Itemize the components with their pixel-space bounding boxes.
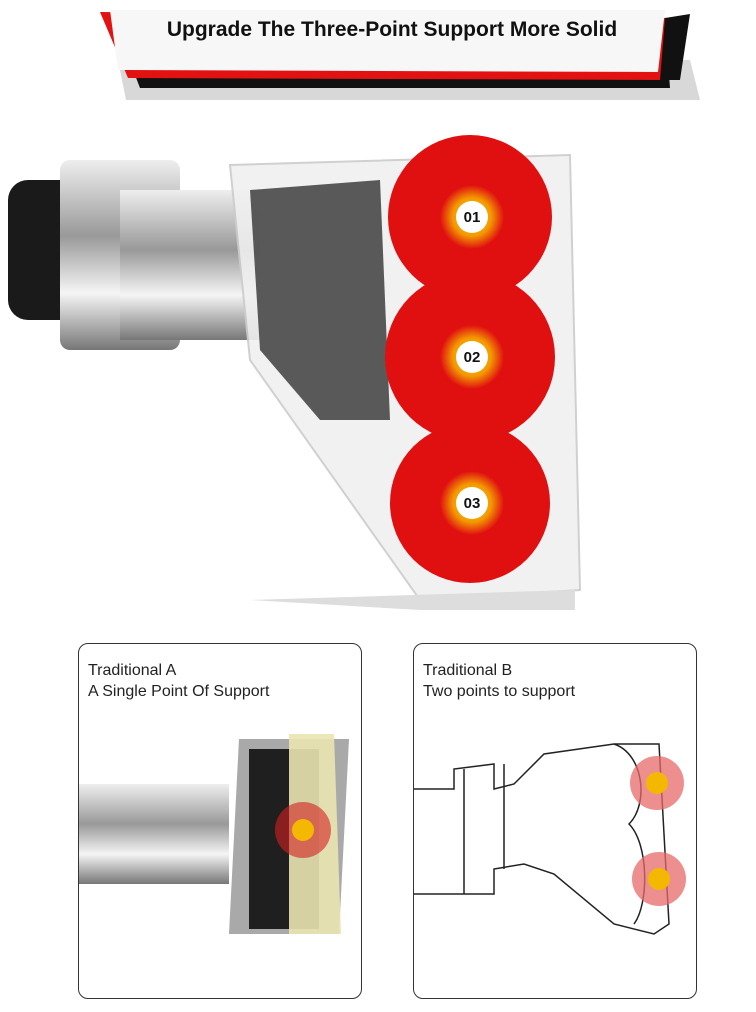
support-point-03: 03 bbox=[440, 471, 504, 535]
title-banner: Upgrade The Three-Point Support More Sol… bbox=[0, 0, 756, 110]
traditional-b-card: Traditional B Two points to support bbox=[413, 643, 697, 999]
card-b-subtitle: Two points to support bbox=[423, 683, 576, 700]
banner-ribbon-graphic bbox=[100, 10, 700, 100]
svg-text:02: 02 bbox=[464, 349, 481, 366]
banner-title: Upgrade The Three-Point Support More Sol… bbox=[166, 18, 618, 41]
svg-text:01: 01 bbox=[464, 209, 481, 226]
card-b-title: Traditional B bbox=[423, 662, 513, 679]
card-a-title: Traditional A bbox=[88, 662, 177, 679]
support-point-02: 02 bbox=[440, 325, 504, 389]
single-point-illustration bbox=[79, 734, 349, 934]
svg-text:03: 03 bbox=[464, 495, 481, 512]
support-point-01: 01 bbox=[440, 185, 504, 249]
two-point-illustration bbox=[414, 743, 686, 935]
gears bbox=[385, 135, 555, 583]
traditional-a-card: Traditional A A Single Point Of Support bbox=[78, 643, 362, 999]
card-a-subtitle: A Single Point Of Support bbox=[88, 683, 270, 700]
